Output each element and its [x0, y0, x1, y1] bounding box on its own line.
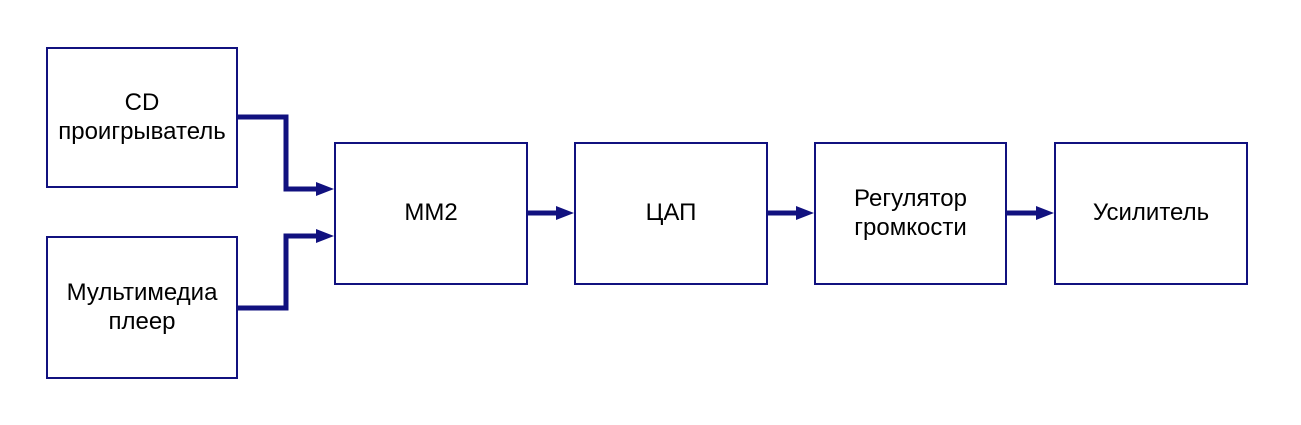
node-volume-control: Регулятор громкости: [814, 142, 1007, 285]
node-amplifier: Усилитель: [1054, 142, 1248, 285]
node-multimedia-player-label: Мультимедиа плеер: [66, 278, 218, 335]
node-multimedia-player: Мультимедиа плеер: [46, 236, 238, 379]
connector-cd-to-mm2: [238, 114, 334, 196]
node-amplifier-label: Усилитель: [1092, 199, 1210, 227]
node-mm2: ММ2: [334, 142, 528, 285]
node-dac-label: ЦАП: [645, 199, 697, 227]
node-cd-player: CD проигрыватель: [46, 47, 238, 188]
connector-multimedia-to-mm2: [238, 229, 334, 311]
node-volume-control-label: Регулятор громкости: [854, 184, 967, 241]
node-dac: ЦАП: [574, 142, 768, 285]
node-cd-player-label: CD проигрыватель: [58, 88, 226, 145]
node-mm2-label: ММ2: [404, 199, 458, 227]
